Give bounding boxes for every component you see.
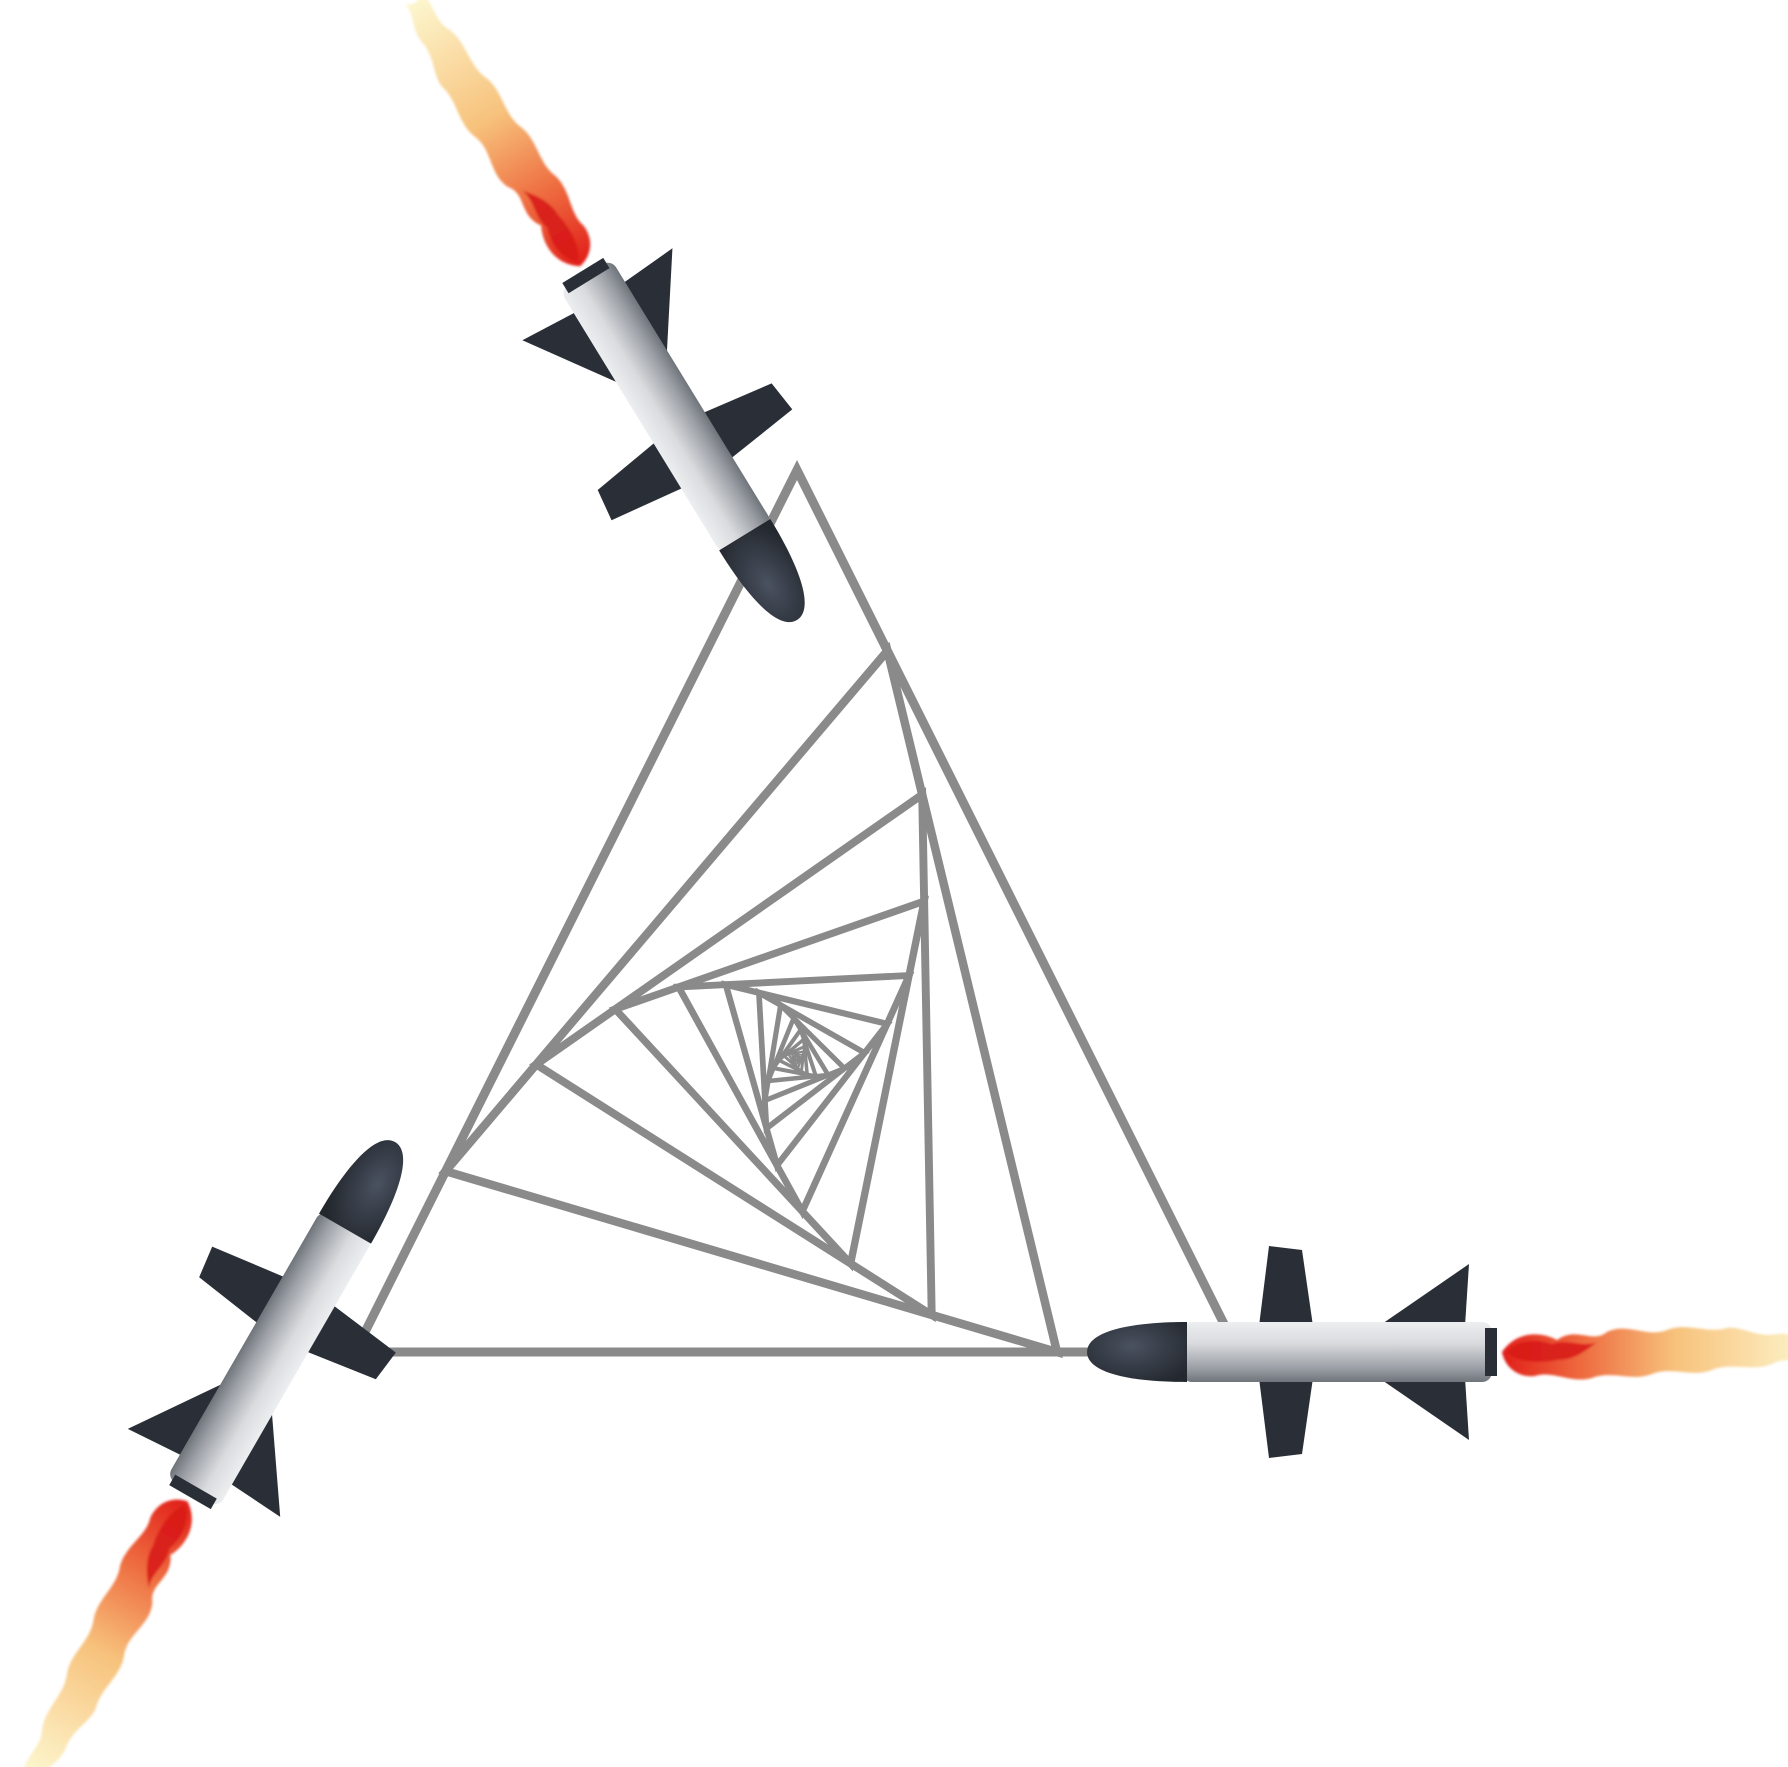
pursuit-triangle	[438, 641, 1063, 1359]
missile-top	[325, 0, 887, 675]
pursuit-triangle	[672, 971, 915, 1219]
missile-icon	[1087, 1246, 1788, 1458]
nested-triangle-spiral	[347, 459, 1246, 1359]
pursuit-triangle	[608, 895, 929, 1272]
missile-right	[1087, 1246, 1788, 1458]
missile-left	[0, 1089, 487, 1767]
pursuit-triangle	[769, 1025, 819, 1079]
pursuit-triangle	[761, 999, 850, 1105]
pursuit-triangle	[721, 980, 893, 1173]
pursuit-triangle	[764, 1012, 833, 1084]
pursuit-triangle	[781, 1044, 807, 1075]
pursuit-triangle	[347, 459, 1246, 1357]
missile-icon	[325, 0, 887, 675]
pursuit-triangle	[755, 987, 870, 1134]
pursuit-triangle	[529, 787, 936, 1323]
pursuit-triangle	[793, 1054, 800, 1060]
pursuit-triangle	[786, 1050, 806, 1072]
pursuit-triangle	[775, 1035, 810, 1078]
pursuit-triangle	[790, 1052, 805, 1068]
missile-icon	[0, 1089, 487, 1767]
